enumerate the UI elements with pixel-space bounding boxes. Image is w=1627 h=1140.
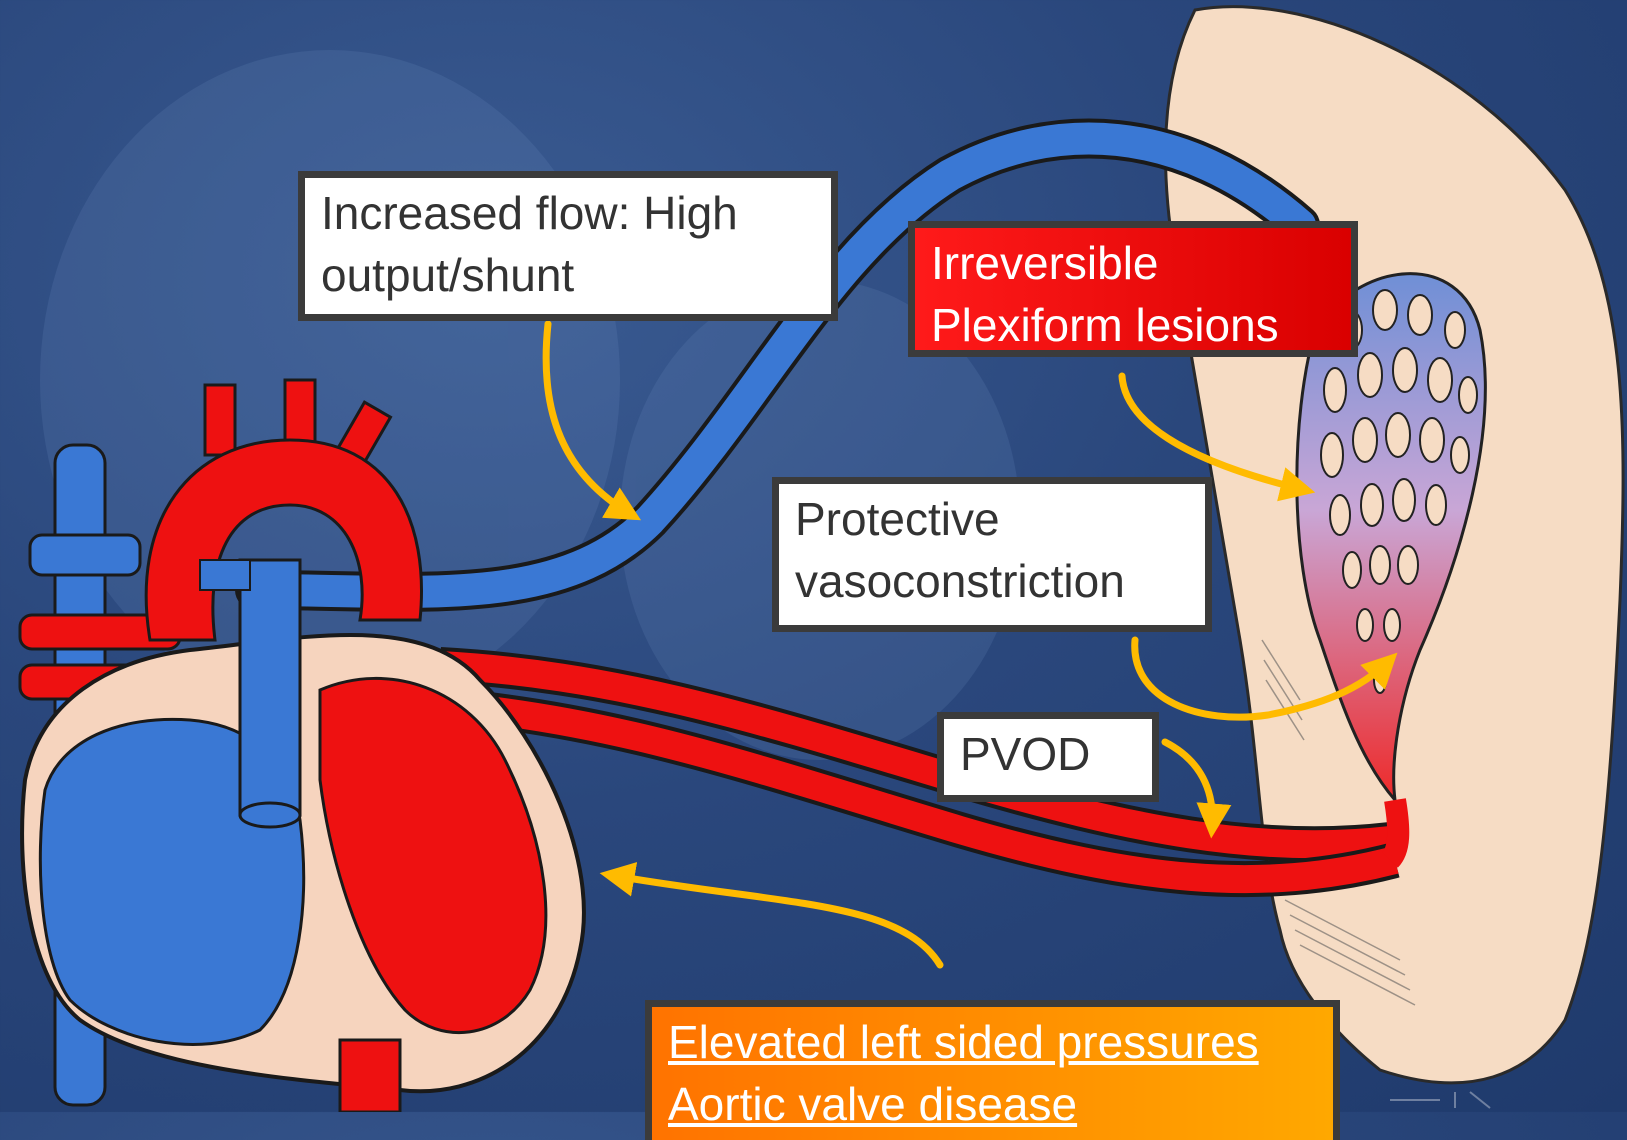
vasoconstriction-line1: Protective xyxy=(795,488,1193,550)
vasoconstriction-line2: vasoconstriction xyxy=(795,550,1193,612)
plexiform-lesions-box: Irreversible Plexiform lesions xyxy=(908,221,1358,357)
watermark-logo xyxy=(1390,1092,1490,1108)
increased-flow-line2: output/shunt xyxy=(321,244,819,306)
arrow-left-pressures xyxy=(610,875,940,965)
increased-flow-line1: Increased flow: High xyxy=(321,182,819,244)
left-pressures-box: Elevated left sided pressures Aortic val… xyxy=(645,1000,1340,1140)
increased-flow-box: Increased flow: High output/shunt xyxy=(298,171,838,321)
vein-to-capillaries xyxy=(1390,800,1398,860)
plexiform-line1: Irreversible xyxy=(931,232,1339,294)
plexiform-line2: Plexiform lesions xyxy=(931,294,1339,356)
left-pressures-line1[interactable]: Elevated left sided pressures xyxy=(668,1011,1321,1073)
pvod-label: PVOD xyxy=(960,723,1140,785)
pvod-box: PVOD xyxy=(937,712,1159,802)
pulmonary-trunk xyxy=(240,560,300,815)
left-pressures-line2[interactable]: Aortic valve disease xyxy=(668,1073,1321,1135)
vasoconstriction-box: Protective vasoconstriction xyxy=(772,477,1212,632)
